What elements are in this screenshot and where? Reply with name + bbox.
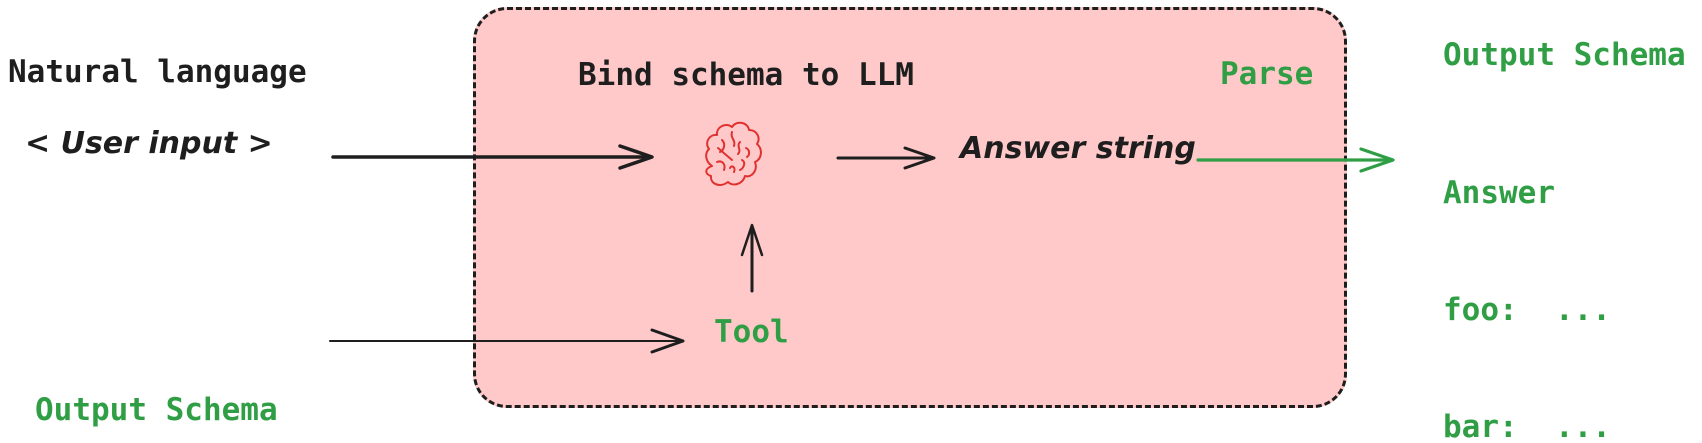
output-schema-line-bar: bar: ... [1443, 409, 1611, 443]
output-answer-label: Answer [1443, 175, 1555, 211]
tool-label: Tool [714, 314, 789, 350]
parse-label: Parse [1220, 56, 1314, 92]
output-schema-line-foo: foo: ... [1443, 292, 1611, 328]
natural-language-title: Natural language [8, 54, 307, 90]
llm-box-title: Bind schema to LLM [578, 57, 914, 93]
input-schema-heading: Output Schema [35, 392, 278, 428]
output-schema-block: Answer foo: ... bar: ... [1443, 96, 1611, 443]
input-schema-block: Output Schema foo: ... bar: ... [35, 309, 278, 443]
answer-string-text: Answer string [960, 131, 1196, 166]
user-input-text: < User input > [25, 126, 273, 161]
output-schema-heading: Output Schema [1443, 37, 1686, 73]
